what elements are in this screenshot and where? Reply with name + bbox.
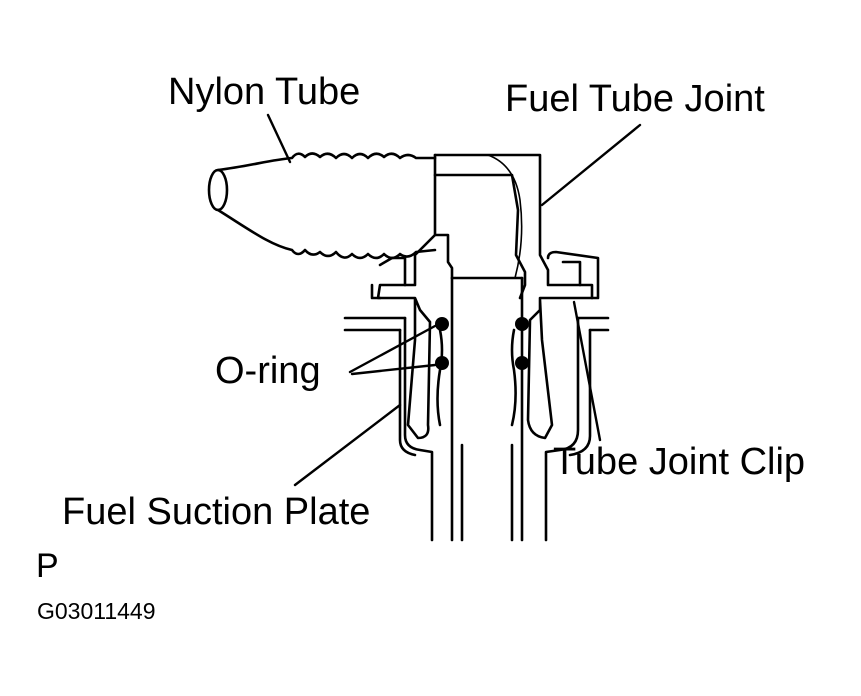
- leader-fuel-tube-joint: [540, 123, 642, 207]
- leader-o-ring-upper: [348, 324, 437, 374]
- leader-o-ring-lower: [350, 363, 437, 376]
- nylon-tube-shape: [207, 152, 437, 260]
- label-nylon-tube: Nylon Tube: [168, 71, 361, 113]
- view-letter: P: [36, 547, 59, 585]
- leader-nylon-tube: [266, 113, 292, 164]
- leader-fuel-suction-plate: [293, 403, 402, 487]
- fuel-pipe-shape: [450, 276, 524, 542]
- leader-tube-joint-clip: [572, 300, 602, 442]
- label-tube-joint-clip: Tube Joint Clip: [553, 441, 806, 483]
- label-fuel-tube-joint: Fuel Tube Joint: [505, 78, 765, 120]
- label-fuel-suction-plate: Fuel Suction Plate: [62, 491, 371, 533]
- tube-joint-clip-shape: [370, 250, 600, 300]
- fuel-suction-plate-shape: [343, 316, 610, 542]
- leader-lines: [266, 113, 642, 487]
- fuel-tube-joint-shape: [376, 153, 594, 440]
- label-o-ring: O-ring: [215, 350, 321, 392]
- o-ring-markers: [435, 317, 529, 370]
- figure-code: G03011449: [37, 598, 156, 624]
